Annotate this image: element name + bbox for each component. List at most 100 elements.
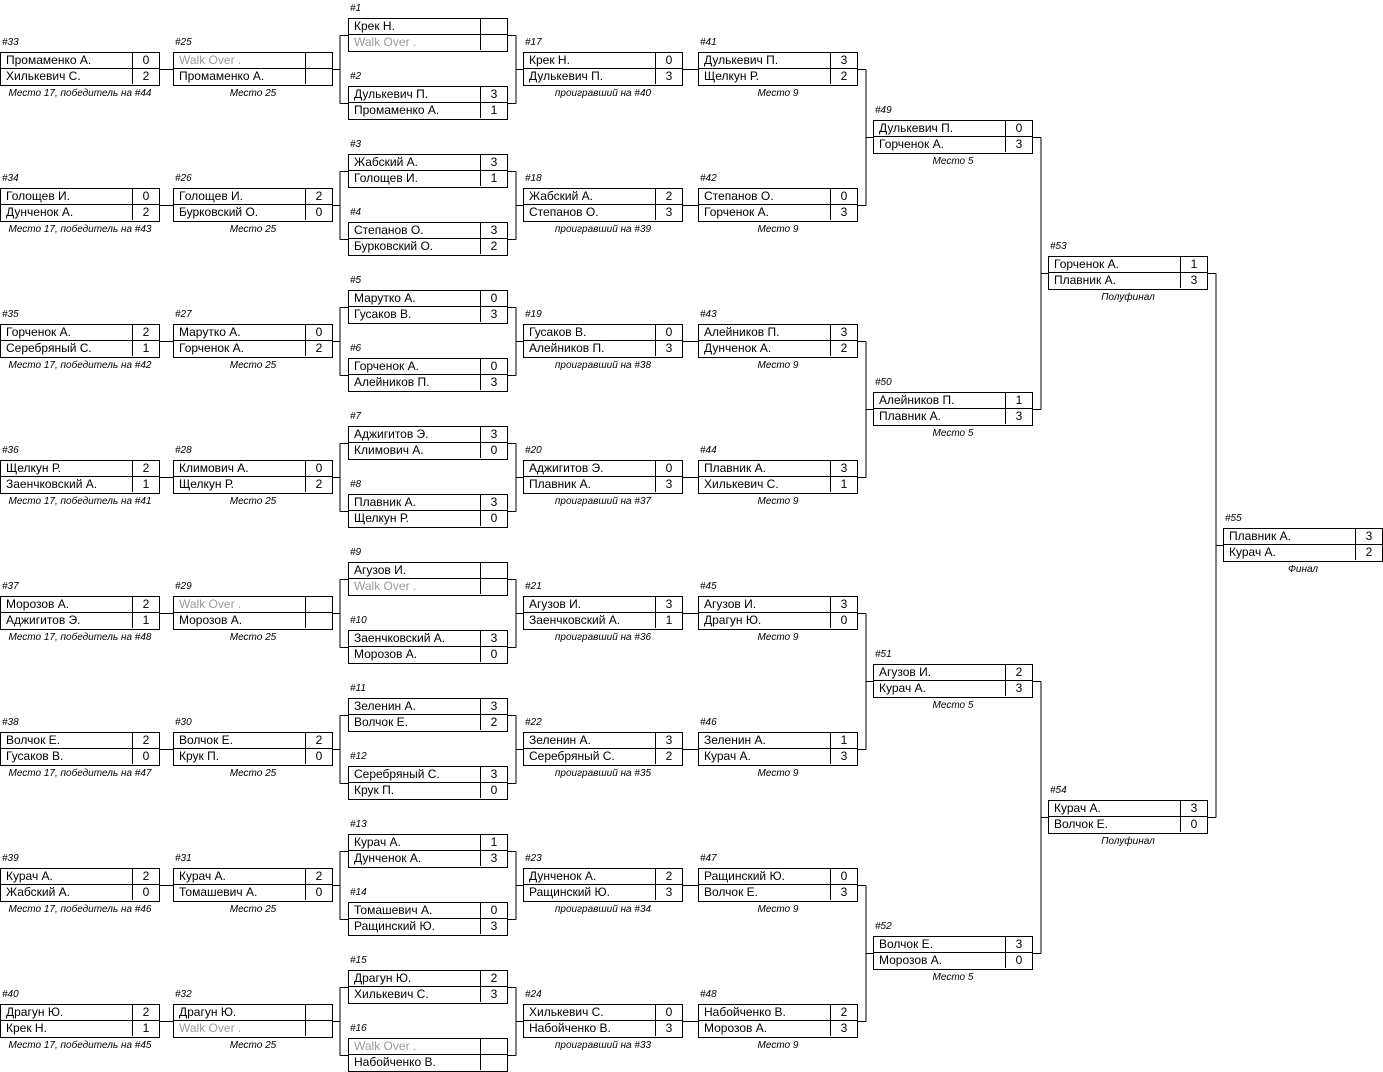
- player-row[interactable]: Промаменко А.: [173, 69, 333, 86]
- player-row[interactable]: Горченок А.2: [0, 324, 160, 341]
- player-row[interactable]: Курач А.1: [348, 834, 508, 851]
- player-row[interactable]: Дулькевич П.0: [873, 120, 1033, 137]
- player-row[interactable]: Дунченок А.2: [523, 868, 683, 885]
- player-row[interactable]: Промаменко А.0: [0, 52, 160, 69]
- player-row[interactable]: Курач А.3: [698, 749, 858, 766]
- player-row[interactable]: Драгун Ю.0: [698, 613, 858, 630]
- player-row[interactable]: Алейников П.3: [348, 375, 508, 392]
- player-row[interactable]: Промаменко А.1: [348, 103, 508, 120]
- player-row[interactable]: Гусаков В.0: [0, 749, 160, 766]
- player-row[interactable]: Горченок А.1: [1048, 256, 1208, 273]
- player-row[interactable]: Заенчковский А.3: [348, 630, 508, 647]
- player-row[interactable]: Степанов О.3: [348, 222, 508, 239]
- player-row[interactable]: Томашевич А.0: [348, 902, 508, 919]
- player-row[interactable]: Ращинский Ю.3: [348, 919, 508, 936]
- player-row[interactable]: Крук П.0: [173, 749, 333, 766]
- player-row[interactable]: Волчок Е.3: [873, 936, 1033, 953]
- player-row[interactable]: Марутко А.0: [348, 290, 508, 307]
- player-row[interactable]: Жабский А.0: [0, 885, 160, 902]
- player-row[interactable]: Щелкун Р.0: [348, 511, 508, 528]
- player-row[interactable]: Walk Over .: [348, 35, 508, 52]
- player-row[interactable]: Плавник А.3: [1048, 273, 1208, 290]
- player-row[interactable]: Морозов А.2: [0, 596, 160, 613]
- player-row[interactable]: Степанов О.0: [698, 188, 858, 205]
- player-row[interactable]: Дулькевич П.3: [348, 86, 508, 103]
- player-row[interactable]: Крек Н.0: [523, 52, 683, 69]
- player-row[interactable]: Драгун Ю.2: [0, 1004, 160, 1021]
- player-row[interactable]: Набойченко В.2: [698, 1004, 858, 1021]
- player-row[interactable]: Жабский А.3: [348, 154, 508, 171]
- player-row[interactable]: Алейников П.3: [698, 324, 858, 341]
- player-row[interactable]: Волчок Е.2: [348, 715, 508, 732]
- player-row[interactable]: Волчок Е.2: [173, 732, 333, 749]
- player-row[interactable]: Хилькевич С.3: [348, 987, 508, 1004]
- player-row[interactable]: Волчок Е.0: [1048, 817, 1208, 834]
- player-row[interactable]: Агузов И.2: [873, 664, 1033, 681]
- player-row[interactable]: Голощев И.1: [348, 171, 508, 188]
- player-row[interactable]: Голощев И.0: [0, 188, 160, 205]
- player-row[interactable]: Плавник А.3: [698, 460, 858, 477]
- player-row[interactable]: Степанов О.3: [523, 205, 683, 222]
- player-row[interactable]: Заенчковский А.1: [523, 613, 683, 630]
- player-row[interactable]: Морозов А.3: [698, 1021, 858, 1038]
- player-row[interactable]: Курач А.3: [873, 681, 1033, 698]
- player-row[interactable]: Дулькевич П.3: [698, 52, 858, 69]
- player-row[interactable]: Морозов А.: [173, 613, 333, 630]
- player-row[interactable]: Walk Over .: [173, 1021, 333, 1038]
- player-row[interactable]: Климович А.0: [348, 443, 508, 460]
- player-row[interactable]: Агузов И.: [348, 562, 508, 579]
- player-row[interactable]: Хилькевич С.1: [698, 477, 858, 494]
- player-row[interactable]: Зеленин А.3: [348, 698, 508, 715]
- player-row[interactable]: Зеленин А.1: [698, 732, 858, 749]
- player-row[interactable]: Хилькевич С.2: [0, 69, 160, 86]
- player-row[interactable]: Марутко А.0: [173, 324, 333, 341]
- player-row[interactable]: Walk Over .: [173, 52, 333, 69]
- player-row[interactable]: Алейников П.1: [873, 392, 1033, 409]
- player-row[interactable]: Томашевич А.0: [173, 885, 333, 902]
- player-row[interactable]: Крук П.0: [348, 783, 508, 800]
- player-row[interactable]: Агузов И.3: [523, 596, 683, 613]
- player-row[interactable]: Горченок А.3: [698, 205, 858, 222]
- player-row[interactable]: Щелкун Р.2: [698, 69, 858, 86]
- player-row[interactable]: Курач А.2: [1223, 545, 1383, 562]
- player-row[interactable]: Горченок А.0: [348, 358, 508, 375]
- player-row[interactable]: Дулькевич П.3: [523, 69, 683, 86]
- player-row[interactable]: Дунченок А.3: [348, 851, 508, 868]
- player-row[interactable]: Ращинский Ю.3: [523, 885, 683, 902]
- player-row[interactable]: Дунченок А.2: [698, 341, 858, 358]
- player-row[interactable]: Гусаков В.3: [348, 307, 508, 324]
- player-row[interactable]: Хилькевич С.0: [523, 1004, 683, 1021]
- player-row[interactable]: Аджигитов Э.1: [0, 613, 160, 630]
- player-row[interactable]: Горченок А.2: [173, 341, 333, 358]
- player-row[interactable]: Жабский А.2: [523, 188, 683, 205]
- player-row[interactable]: Крек Н.: [348, 18, 508, 35]
- player-row[interactable]: Горченок А.3: [873, 137, 1033, 154]
- player-row[interactable]: Курач А.3: [1048, 800, 1208, 817]
- player-row[interactable]: Морозов А.0: [873, 953, 1033, 970]
- player-row[interactable]: Заенчковский А.1: [0, 477, 160, 494]
- player-row[interactable]: Набойченко В.: [348, 1055, 508, 1072]
- player-row[interactable]: Серебряный С.2: [523, 749, 683, 766]
- player-row[interactable]: Плавник А.3: [873, 409, 1033, 426]
- player-row[interactable]: Гусаков В.0: [523, 324, 683, 341]
- player-row[interactable]: Walk Over .: [173, 596, 333, 613]
- player-row[interactable]: Бурковский О.2: [348, 239, 508, 256]
- player-row[interactable]: Агузов И.3: [698, 596, 858, 613]
- player-row[interactable]: Драгун Ю.: [173, 1004, 333, 1021]
- player-row[interactable]: Волчок Е.3: [698, 885, 858, 902]
- player-row[interactable]: Климович А.0: [173, 460, 333, 477]
- player-row[interactable]: Плавник А.3: [523, 477, 683, 494]
- player-row[interactable]: Крек Н.1: [0, 1021, 160, 1038]
- player-row[interactable]: Серебряный С.1: [0, 341, 160, 358]
- player-row[interactable]: Walk Over .: [348, 579, 508, 596]
- player-row[interactable]: Волчок Е.2: [0, 732, 160, 749]
- player-row[interactable]: Ращинский Ю.0: [698, 868, 858, 885]
- player-row[interactable]: Курач А.2: [173, 868, 333, 885]
- player-row[interactable]: Аджигитов Э.0: [523, 460, 683, 477]
- player-row[interactable]: Набойченко В.3: [523, 1021, 683, 1038]
- player-row[interactable]: Алейников П.3: [523, 341, 683, 358]
- player-row[interactable]: Плавник А.3: [1223, 528, 1383, 545]
- player-row[interactable]: Плавник А.3: [348, 494, 508, 511]
- player-row[interactable]: Дунченок А.2: [0, 205, 160, 222]
- player-row[interactable]: Драгун Ю.2: [348, 970, 508, 987]
